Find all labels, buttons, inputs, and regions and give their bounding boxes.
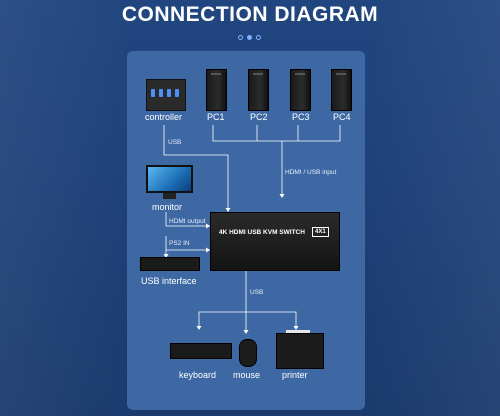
pc1-tower	[206, 69, 227, 111]
monitor-stand	[163, 193, 176, 199]
controller-button	[175, 89, 179, 97]
pc1-label: PC1	[207, 112, 225, 122]
monitor-device	[146, 165, 193, 193]
pc2-tower	[248, 69, 269, 111]
usb-bottom-label: USB	[250, 289, 264, 296]
controller-button	[159, 89, 163, 97]
ps2-in-label: PS2 IN	[169, 240, 190, 247]
controller-button	[167, 89, 171, 97]
controller-button	[151, 89, 155, 97]
right-fade	[370, 0, 500, 416]
switch-badge: 4X1	[312, 227, 329, 237]
carousel-dot[interactable]	[238, 35, 243, 40]
page-title: CONNECTION DIAGRAM	[121, 3, 379, 26]
pc4-label: PC4	[333, 112, 351, 122]
switch-name: 4K HDMI USB KVM SWITCH	[219, 229, 305, 236]
printer-label: printer	[282, 370, 308, 380]
hdmi-output-label: HDMI output	[169, 218, 206, 225]
mouse-label: mouse	[233, 370, 261, 380]
carousel-dots	[238, 35, 261, 40]
printer-device	[276, 333, 324, 369]
controller-device	[146, 79, 186, 111]
controller-label: controller	[145, 112, 183, 122]
usb-interface-keyboard	[140, 257, 200, 271]
usb-top-label: USB	[168, 139, 182, 146]
carousel-dot[interactable]	[256, 35, 261, 40]
pc3-label: PC3	[292, 112, 310, 122]
keyboard-device	[170, 343, 232, 359]
hdmi-usb-input-label: HDMI / USB input	[285, 169, 337, 176]
mouse-device	[239, 339, 257, 367]
monitor-label: monitor	[152, 202, 183, 212]
usb-interface-label: USB interface	[141, 276, 197, 286]
left-fade	[0, 0, 130, 416]
pc4-tower	[331, 69, 352, 111]
keyboard-label: keyboard	[179, 370, 217, 380]
kvm-switch: 4K HDMI USB KVM SWITCH 4X1	[210, 212, 340, 271]
pc2-label: PC2	[250, 112, 268, 122]
carousel-dot-active[interactable]	[247, 35, 252, 40]
pc3-tower	[290, 69, 311, 111]
